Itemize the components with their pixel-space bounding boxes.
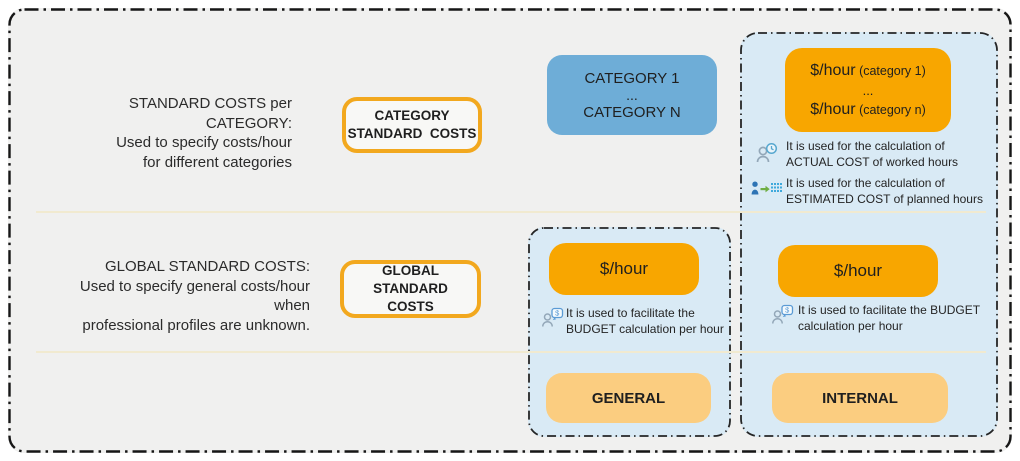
general-usage-line1: It is used to facilitate the <box>566 306 695 320</box>
usage-estimated-cost-text: It is used for the calculation of ESTIMA… <box>786 176 991 207</box>
usage-actual-line1: It is used for the calculation of <box>786 139 945 153</box>
usage-estimated-line1: It is used for the calculation of <box>786 176 945 190</box>
internal-rate-box: $/hour <box>778 245 938 297</box>
rate2-suffix: (category n) <box>855 102 926 117</box>
person-dollar-icon: $ <box>772 304 794 324</box>
category-rates-box: $/hour (category 1) ... $/hour (category… <box>785 48 951 132</box>
rate1-suffix: (category 1) <box>855 63 926 78</box>
global-desc-line1: GLOBAL STANDARD COSTS: <box>104 258 310 275</box>
category-row-description: STANDARD COSTS per CATEGORY: Used to spe… <box>40 94 292 172</box>
general-usage-line2: BUDGET calculation per hour <box>566 321 724 336</box>
internal-usage-text: It is used to facilitate the BUDGET calc… <box>798 303 993 334</box>
global-row-description: GLOBAL STANDARD COSTS: Used to specify g… <box>40 257 310 335</box>
rate1-value: $/hour <box>810 61 856 79</box>
general-rate-box: $/hour <box>549 243 699 295</box>
row-divider-top <box>36 211 986 213</box>
rate-line-2: $/hour (category n) <box>810 97 926 123</box>
general-panel: $/hour $ It is used to facilitate the BU… <box>528 227 731 437</box>
rate-line-1: $/hour (category 1) <box>810 58 926 84</box>
categories-box-line1: CATEGORY 1 <box>584 69 680 87</box>
internal-label-box: INTERNAL <box>772 373 948 423</box>
general-label-box: GENERAL <box>546 373 711 423</box>
category-rates-panel: $/hour (category 1) ... $/hour (category… <box>740 32 998 437</box>
person-dollar-icon: $ <box>542 307 564 327</box>
global-desc-line3: professional profiles are unknown. <box>82 316 310 334</box>
global-standard-costs-button: GLOBAL STANDARD COSTS <box>340 260 481 318</box>
categories-box: CATEGORY 1 ... CATEGORY N <box>547 55 717 135</box>
category-standard-costs-button: CATEGORY STANDARD COSTS <box>342 97 482 153</box>
categories-box-line2: CATEGORY N <box>583 103 681 121</box>
usage-actual-line2: ACTUAL COST of worked hours <box>786 154 959 169</box>
internal-label: INTERNAL <box>822 389 898 407</box>
person-clock-icon <box>756 142 778 163</box>
rates-ellipsis: ... <box>862 82 874 98</box>
person-schedule-icon <box>751 181 782 195</box>
usage-estimated-line2: ESTIMATED COST of planned hours <box>786 191 983 206</box>
rate2-value: $/hour <box>810 100 856 118</box>
category-desc-line1: STANDARD COSTS per CATEGORY: <box>128 95 292 132</box>
category-button-line2: STANDARD COSTS <box>347 126 477 141</box>
usage-actual-cost-text: It is used for the calculation of ACTUAL… <box>786 139 986 170</box>
categories-box-ellipsis: ... <box>626 86 638 103</box>
general-rate-value: $/hour <box>599 259 649 278</box>
global-desc-line2: Used to specify general costs/hour when <box>79 277 310 315</box>
general-usage-text: It is used to facilitate the BUDGET calc… <box>566 306 731 337</box>
row-divider-bottom <box>36 351 986 353</box>
global-button-line2: COSTS <box>387 299 434 314</box>
category-desc-line3: for different categories <box>143 153 292 171</box>
general-label: GENERAL <box>591 389 666 407</box>
internal-usage-line1: It is used to facilitate the BUDGET <box>798 303 981 317</box>
category-desc-line2: Used to specify costs/hour <box>116 134 292 151</box>
internal-rate-value: $/hour <box>833 261 883 280</box>
internal-usage-line2: calculation per hour <box>798 318 903 333</box>
category-button-line1: CATEGORY <box>374 108 450 123</box>
global-button-line1: GLOBAL STANDARD <box>373 263 448 296</box>
